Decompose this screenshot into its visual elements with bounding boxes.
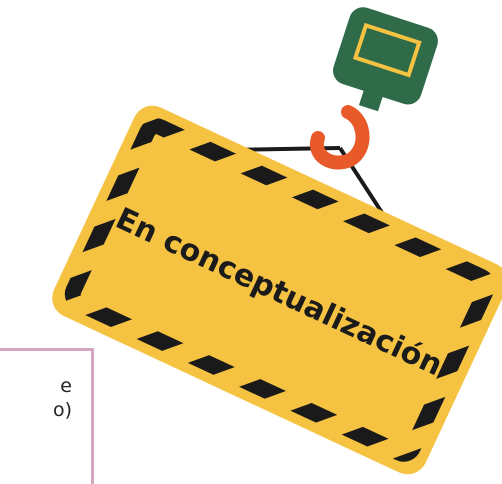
side-panel-text: e o)	[0, 374, 72, 422]
side-panel-line-2: o)	[52, 399, 72, 421]
side-panel-frame	[0, 348, 94, 484]
crane-hook-icon	[310, 7, 438, 170]
warning-sign-icon: En conceptualización	[52, 105, 502, 475]
side-panel-line-1: e	[60, 375, 72, 397]
